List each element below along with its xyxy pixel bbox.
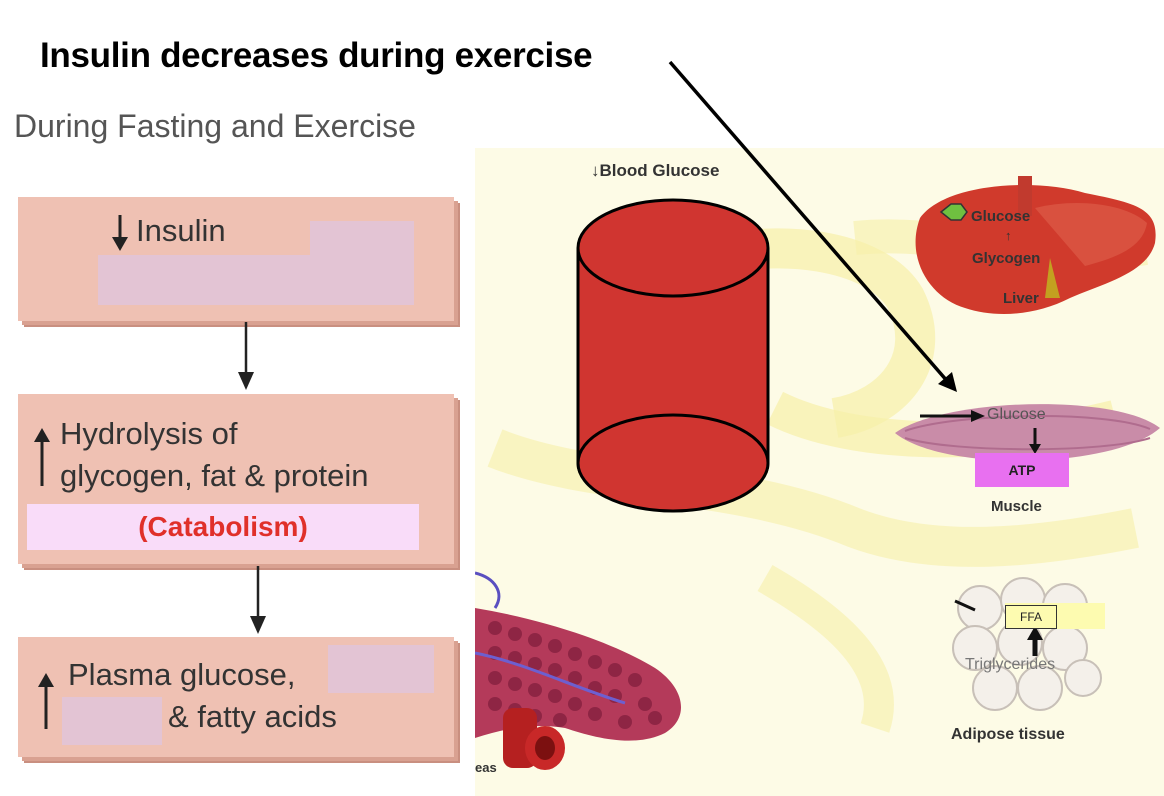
blood-glucose-label: ↓Blood Glucose	[591, 161, 720, 180]
plasma-line-2: & fatty acids	[168, 699, 337, 734]
up-arrow-icon	[38, 673, 54, 729]
flow-box-insulin: Insulin	[18, 197, 454, 321]
illustration-shapes	[475, 176, 1160, 770]
hydrolysis-line-2: glycogen, fat & protein	[60, 458, 369, 493]
liver-arrow-label: ↑	[1005, 228, 1012, 243]
liver-glycogen-label: Glycogen	[972, 250, 1041, 267]
adipose-label: Adipose tissue	[951, 726, 1065, 743]
liver-image	[915, 176, 1156, 314]
flow-box-hydrolysis: Hydrolysis of glycogen, fat & protein (C…	[18, 394, 454, 564]
hydrolysis-line-1: Hydrolysis of	[60, 416, 238, 451]
plasma-line-1: Plasma glucose,	[68, 657, 296, 692]
subtitle: During Fasting and Exercise	[14, 108, 416, 144]
main-title: Insulin decreases during exercise	[40, 36, 593, 75]
pancreas-partial-label: eas	[475, 760, 497, 775]
down-arrow-icon	[112, 215, 128, 251]
glucose-hexagon-icon	[939, 203, 968, 221]
muscle-image	[895, 404, 1160, 461]
muscle-label: Muscle	[991, 498, 1042, 515]
pancreas-image	[475, 571, 682, 770]
up-arrow-icon	[34, 428, 50, 486]
ffa-box: FFA	[1005, 605, 1057, 629]
liver-glucose-label: Glucose	[971, 208, 1031, 225]
insulin-label: Insulin	[136, 213, 226, 248]
redaction-block	[98, 255, 414, 305]
liver-label: Liver	[1003, 290, 1039, 307]
muscle-glucose-label: Glucose	[987, 406, 1046, 423]
physiology-illustration: ↓Blood Glucose Glucose ↑ Glycogen Liver …	[475, 148, 1164, 796]
redaction-block	[310, 221, 414, 261]
connector-arrow-icon	[238, 322, 254, 390]
catabolism-label: (Catabolism)	[138, 511, 308, 542]
triglycerides-label: Triglycerides	[965, 656, 1056, 673]
redaction-block	[328, 645, 434, 693]
flow-box-plasma: Plasma glucose, & fatty acids	[18, 637, 454, 757]
connector-arrow-icon	[250, 566, 266, 634]
atp-box: ATP	[975, 453, 1069, 487]
catabolism-box: (Catabolism)	[27, 504, 419, 550]
blood-cylinder	[576, 198, 770, 513]
redaction-block	[62, 697, 162, 745]
